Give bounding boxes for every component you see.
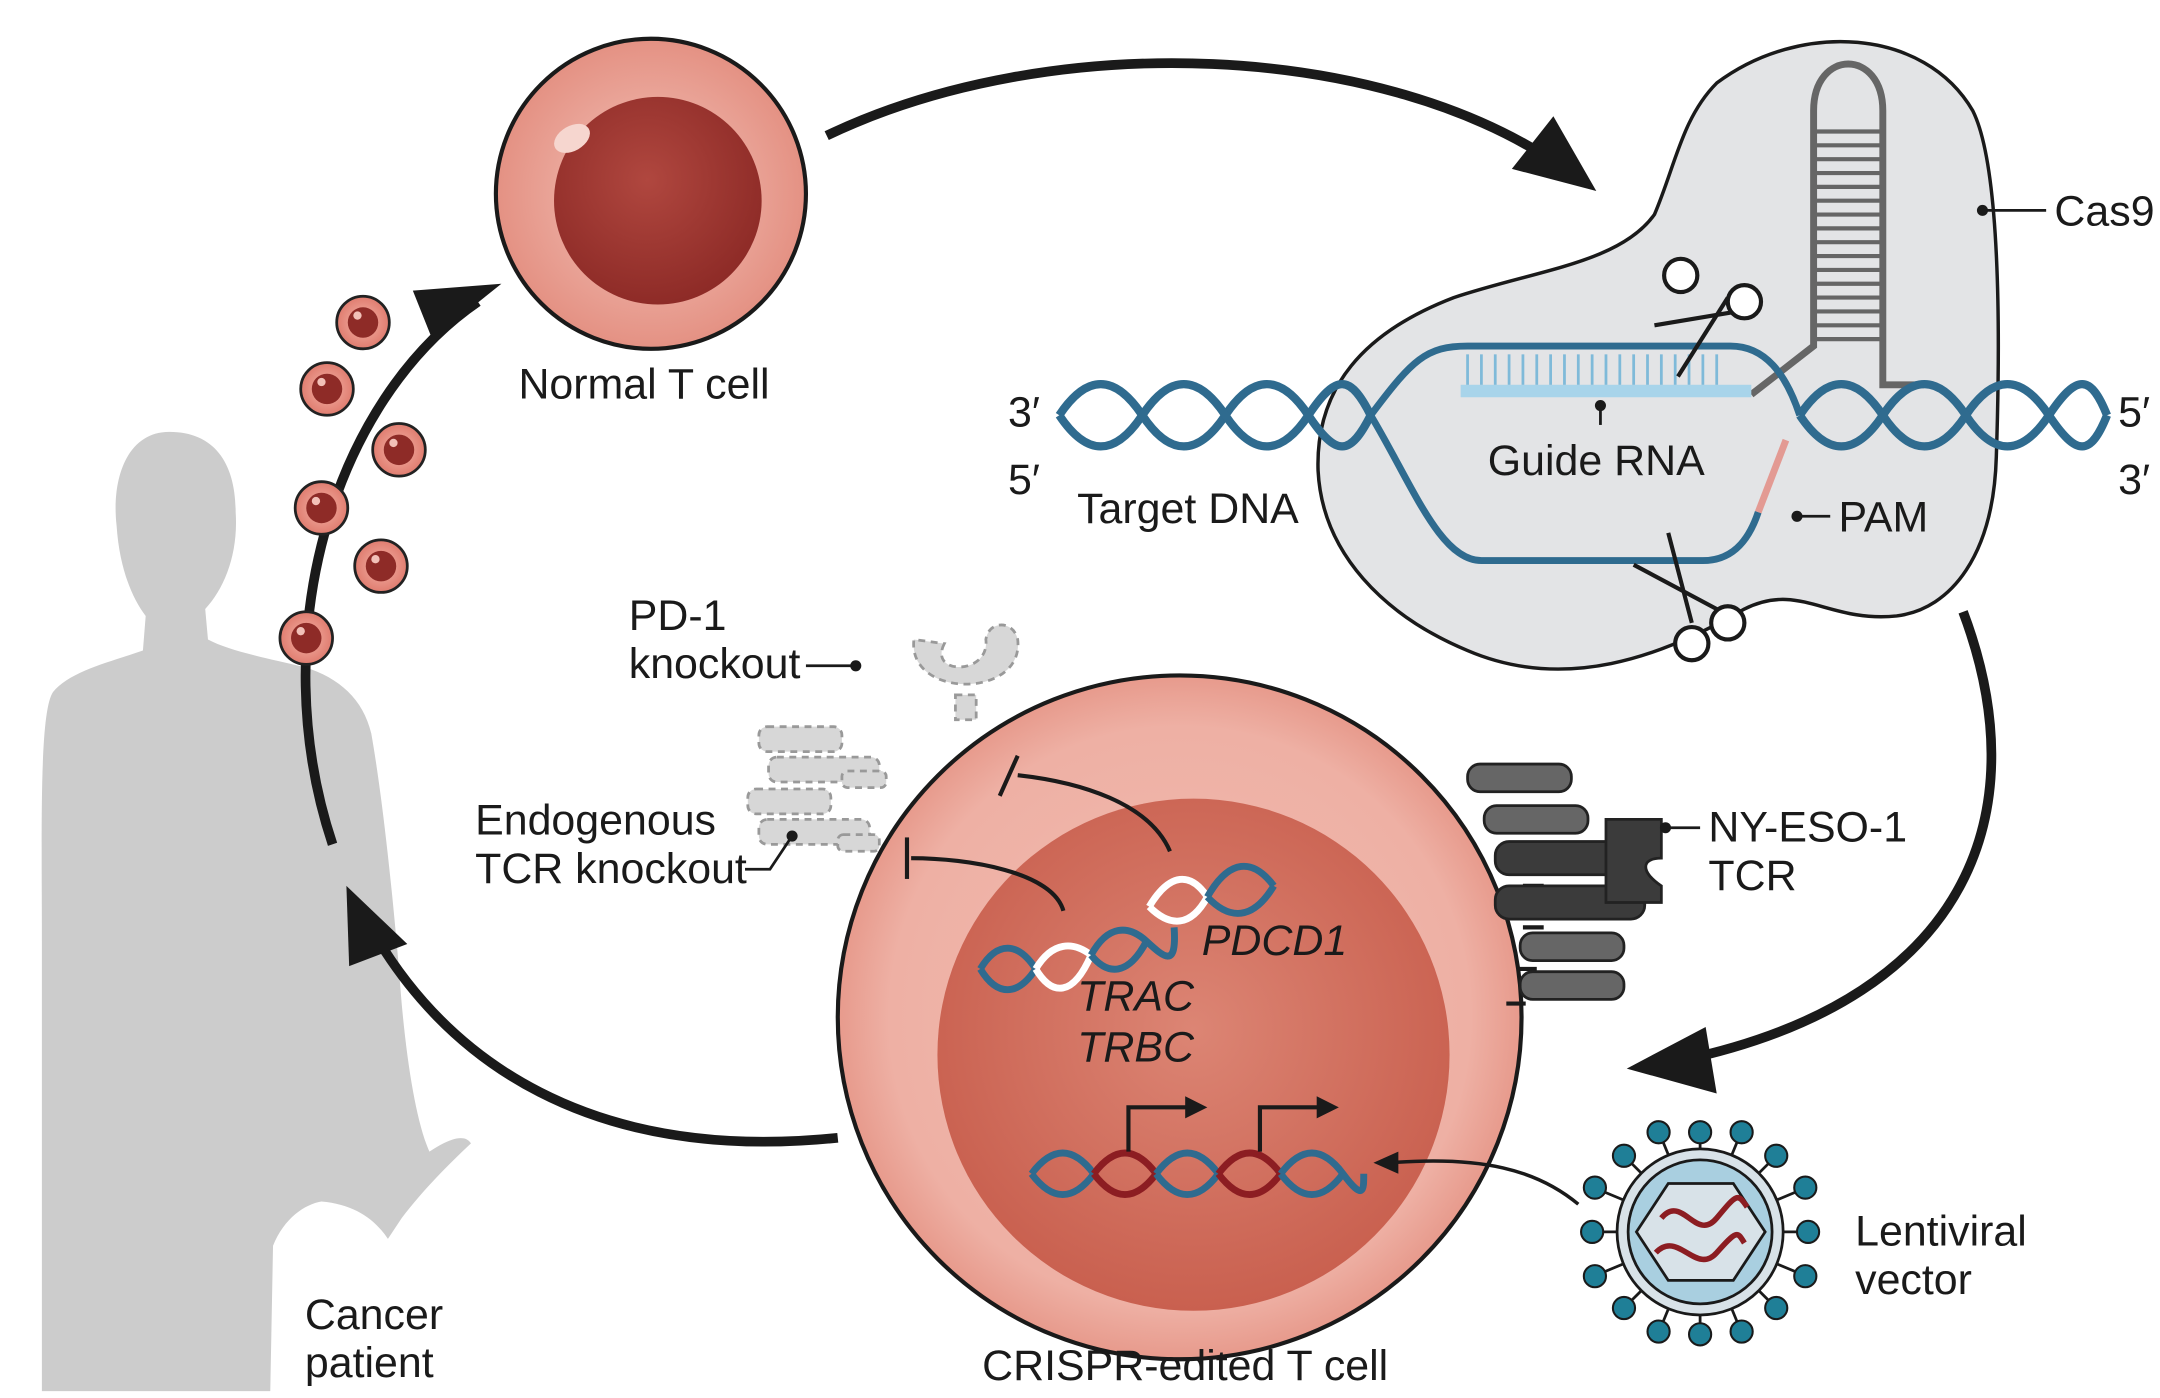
pam-label: PAM	[1839, 494, 1929, 542]
inserted-transgene-dna	[1028, 1149, 1368, 1198]
endogenous-tcr-ghost	[746, 725, 888, 853]
pam-leader	[1791, 510, 1831, 522]
nyeso-label-line1: NY-ESO-1	[1708, 804, 1907, 852]
inhibition-lines	[904, 754, 1172, 912]
target-dna-helix-right	[1796, 379, 2111, 451]
scissors-icon-top	[1654, 256, 1764, 378]
small-t-cell	[371, 422, 427, 478]
patient-label-line1: Cancer	[305, 1291, 443, 1339]
lentiviral-label-line1: Lentiviral	[1855, 1208, 2027, 1256]
cancer-patient-silhouette	[41, 431, 471, 1392]
cycle-arrows	[300, 58, 1997, 1147]
nyeso-leader	[1659, 822, 1701, 834]
arrow-to-cas9	[824, 58, 1568, 173]
pdcd1-label: PDCD1	[1202, 917, 1347, 965]
three-prime-right-label: 3′	[2118, 456, 2150, 504]
five-prime-right-label: 5′	[2118, 388, 2150, 436]
lentiviral-label-line2: vector	[1855, 1256, 1972, 1304]
promoter-arrows	[1126, 1105, 1323, 1152]
pd1-leader	[805, 660, 862, 672]
target-dna-helix-left	[1055, 379, 1375, 451]
promoter-arrowheads	[1185, 1096, 1339, 1119]
trac-label: TRAC	[1077, 972, 1195, 1020]
arrow-to-crispr-cell	[1681, 610, 1997, 1066]
tcr-leader	[745, 830, 798, 871]
pd1-label-line1: PD-1	[629, 592, 727, 640]
small-t-cell	[278, 610, 334, 666]
lentiviral-vector	[1580, 1120, 1821, 1347]
target-dna-unzipped	[1367, 342, 1804, 565]
nyeso-label-line2: TCR	[1708, 852, 1796, 900]
pd1-receptor-ghost	[912, 623, 1020, 722]
vector-insert-arrow	[1373, 1151, 1580, 1206]
normal-t-cell-label: Normal T cell	[518, 361, 769, 409]
patient-label-line2: patient	[305, 1339, 434, 1387]
ny-eso-1-tcr	[1466, 762, 1663, 1006]
target-dna-label: Target DNA	[1077, 485, 1299, 533]
five-prime-left-label: 5′	[1008, 456, 1040, 504]
guide-rna-hairpin	[1749, 60, 1925, 398]
guide-rna-label: Guide RNA	[1488, 437, 1705, 485]
guide-rna-strand	[1460, 354, 1752, 398]
hairpin-rungs	[1816, 129, 1881, 342]
scissors-icon-bottom	[1632, 532, 1747, 663]
trbc-label: TRBC	[1077, 1024, 1195, 1072]
cas9-label: Cas9	[2054, 188, 2154, 236]
cas9-protein	[1316, 39, 2001, 671]
tcr-label-line2: TCR knockout	[475, 845, 747, 893]
cycle-arrowheads	[346, 116, 1717, 1094]
arrow-to-patient	[358, 911, 839, 1147]
edited-dna-helix	[977, 862, 1277, 994]
tcr-label-line1: Endogenous	[475, 797, 716, 845]
small-t-cell	[335, 294, 391, 351]
guide-rna-leader	[1594, 400, 1606, 425]
cas9-leader	[1976, 204, 2047, 216]
small-t-cell	[299, 361, 355, 417]
small-t-cell	[353, 538, 409, 594]
three-prime-left-label: 3′	[1008, 388, 1040, 436]
crispr-cell-label: CRISPR-edited T cell	[982, 1342, 1388, 1390]
normal-t-cell	[493, 36, 809, 351]
pd1-label-line2: knockout	[629, 640, 801, 688]
small-t-cells	[278, 294, 427, 666]
small-t-cell	[293, 480, 350, 536]
